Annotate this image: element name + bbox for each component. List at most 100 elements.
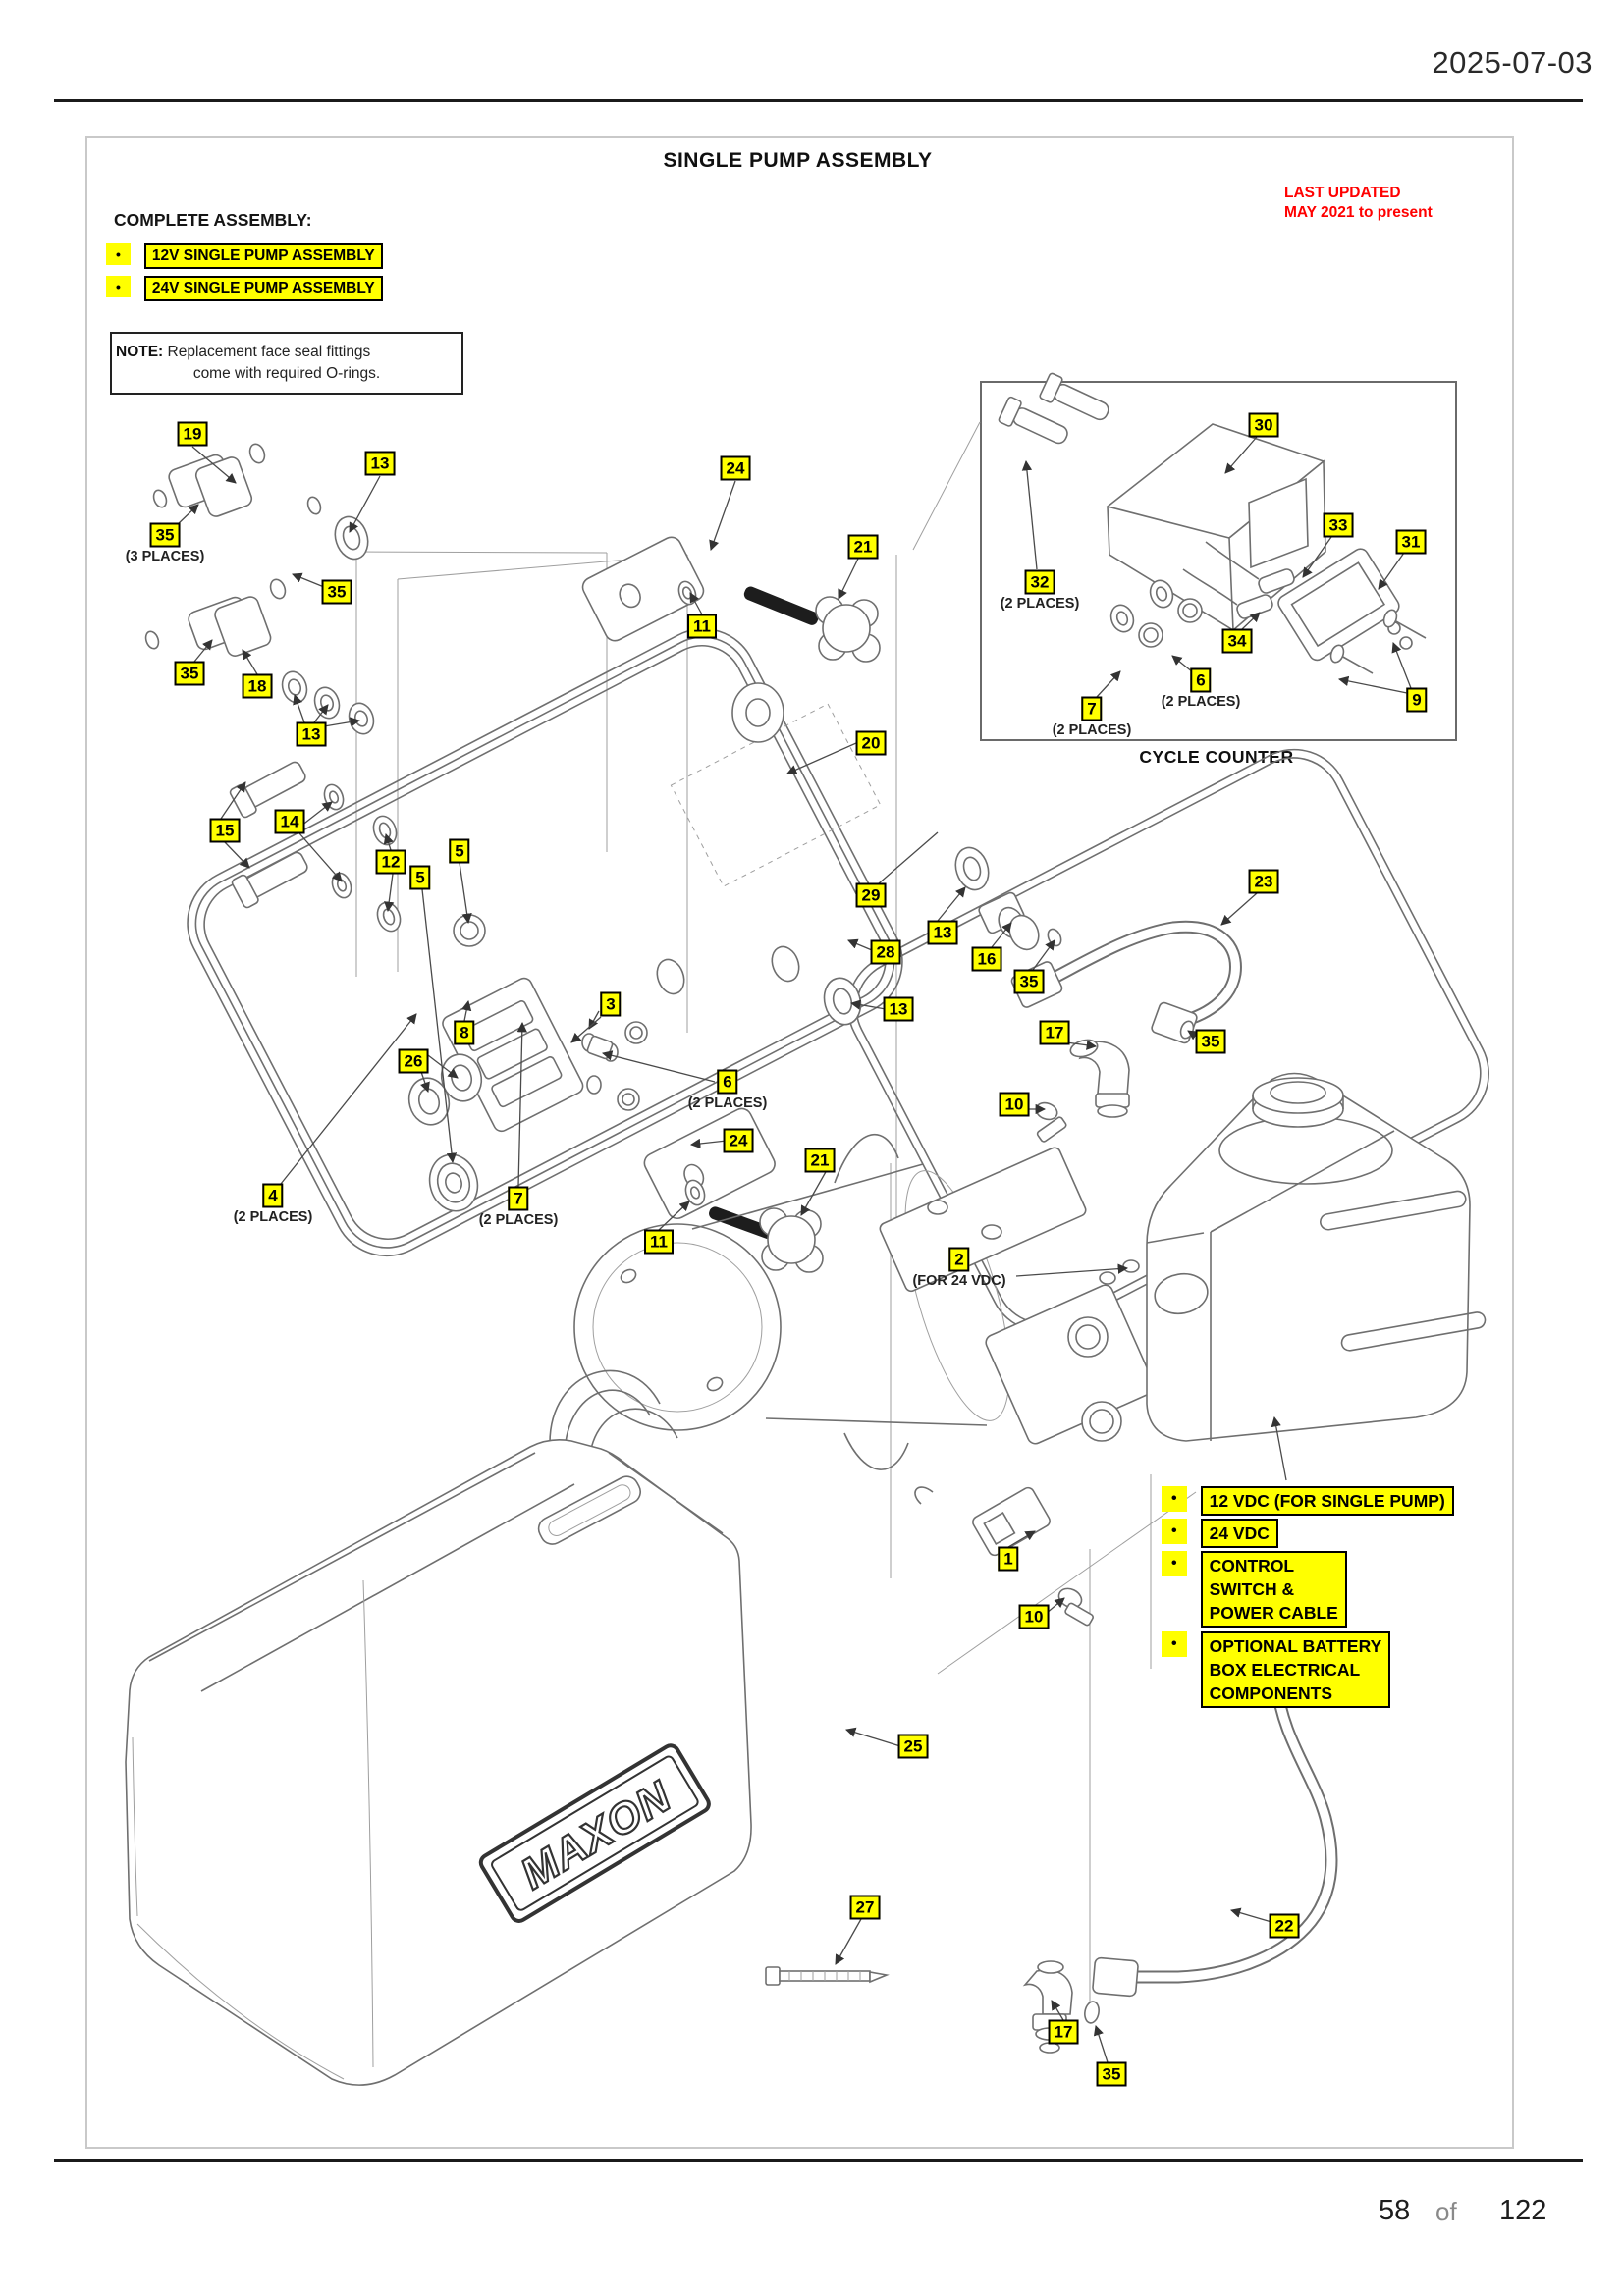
callout-note: (2 PLACES)	[1052, 722, 1132, 738]
lifting-eye	[731, 682, 784, 743]
callout-22: 22	[1269, 1913, 1300, 1939]
callout-11: 11	[687, 614, 717, 639]
callout-26: 26	[398, 1048, 429, 1074]
mounting-panel	[187, 627, 903, 1257]
callout-25: 25	[897, 1734, 929, 1759]
callout-13: 13	[296, 721, 327, 747]
callout-35: 35	[1013, 969, 1045, 994]
callout-27: 27	[849, 1895, 881, 1920]
callout-24: 24	[723, 1128, 754, 1153]
note-line2: come with required O-rings.	[192, 365, 381, 382]
callout-18: 18	[242, 673, 273, 699]
callout-note: (2 PLACES)	[478, 1212, 559, 1228]
pump-motor	[549, 1101, 1156, 1627]
callout-35: 35	[321, 579, 352, 605]
note-label: NOTE:	[116, 344, 164, 360]
last-updated-note: LAST UPDATED MAY 2021 to present	[1284, 184, 1433, 223]
callout-20: 20	[855, 730, 887, 756]
footer-of-label: of	[1435, 2197, 1457, 2226]
callout-30: 30	[1248, 412, 1279, 438]
header-date: 2025-07-03	[1432, 45, 1593, 80]
callout-8: 8	[454, 1020, 475, 1045]
callout-2: 2	[948, 1247, 970, 1272]
bolt-pair	[229, 761, 402, 933]
callout-6: 6	[1190, 667, 1212, 693]
callout-6: 6	[717, 1069, 738, 1095]
callout-17: 17	[1048, 2019, 1079, 2045]
callout-19: 19	[177, 421, 208, 447]
callout-note: (2 PLACES)	[233, 1209, 313, 1225]
reservoir-tank	[1146, 1072, 1487, 1442]
bullet-icon: •	[106, 276, 131, 297]
callout-10: 10	[1018, 1604, 1050, 1629]
tube-23	[1010, 920, 1242, 1044]
callout-4: 4	[262, 1183, 284, 1208]
bracket-knob-top	[581, 536, 881, 663]
callout-7: 7	[1081, 696, 1103, 721]
bullet-icon: •	[1162, 1551, 1187, 1576]
cable-tie	[765, 1966, 890, 1986]
callout-note: (2 PLACES)	[687, 1095, 768, 1111]
washer-13-lower	[823, 977, 862, 1026]
callout-14: 14	[274, 809, 305, 834]
electrical-option-label: 12 VDC (FOR SINGLE PUMP)	[1200, 1486, 1454, 1516]
callout-35: 35	[1195, 1029, 1226, 1054]
callout-5: 5	[409, 865, 431, 890]
cycle-counter-caption: CYCLE COUNTER	[1139, 747, 1294, 767]
callout-28: 28	[870, 939, 901, 965]
page-title: SINGLE PUMP ASSEMBLY	[663, 149, 933, 172]
callout-35: 35	[149, 522, 181, 548]
callout-7: 7	[508, 1186, 529, 1211]
header-rule	[54, 99, 1583, 102]
callout-3: 3	[600, 991, 622, 1017]
assembly-option-1: • 24V SINGLE PUMP ASSEMBLY	[106, 276, 383, 301]
callout-note: (FOR 24 VDC)	[912, 1273, 1006, 1289]
washer-13-upper	[954, 846, 990, 891]
cycle-counter-art	[998, 372, 1427, 674]
footer-total-pages: 122	[1499, 2195, 1547, 2226]
callout-34: 34	[1221, 628, 1253, 654]
footer-rule	[54, 2159, 1583, 2162]
callout-15: 15	[209, 818, 241, 843]
callout-35: 35	[174, 661, 205, 686]
callout-24: 24	[720, 455, 751, 481]
callout-29: 29	[855, 882, 887, 908]
last-updated-line2: MAY 2021 to present	[1284, 204, 1433, 221]
bullet-icon: •	[1162, 1486, 1187, 1512]
callout-note: (2 PLACES)	[1161, 694, 1241, 710]
callout-32: 32	[1024, 569, 1055, 595]
note-line1: Replacement face seal fittings	[167, 344, 371, 360]
electrical-option-0: • 12 VDC (FOR SINGLE PUMP)	[1162, 1486, 1454, 1516]
bullet-icon: •	[1162, 1631, 1187, 1657]
last-updated-line1: LAST UPDATED	[1284, 185, 1401, 201]
bullet-icon: •	[106, 243, 131, 265]
callout-17: 17	[1039, 1020, 1070, 1045]
callout-23: 23	[1248, 869, 1279, 894]
electrical-option-label: 24 VDC	[1200, 1519, 1278, 1548]
elbow-17-upper	[1069, 1039, 1130, 1118]
assembly-option-0: •12V SINGLE PUMP ASSEMBLY	[106, 243, 383, 269]
callout-1: 1	[998, 1546, 1019, 1572]
callout-9: 9	[1406, 687, 1428, 713]
elbow-fitting-top	[152, 443, 369, 561]
assembly-option-label: 24V SINGLE PUMP ASSEMBLY	[143, 276, 383, 301]
callout-5: 5	[449, 838, 470, 864]
hidden-detail-rect	[670, 703, 882, 887]
callout-16: 16	[971, 946, 1002, 972]
complete-assembly-heading: COMPLETE ASSEMBLY:	[114, 210, 312, 230]
bullet-icon: •	[1162, 1519, 1187, 1544]
callout-31: 31	[1395, 529, 1427, 555]
callout-21: 21	[804, 1148, 836, 1173]
note-box: NOTE: Replacement face seal fittings com…	[110, 332, 463, 395]
footer-page-number: 58	[1379, 2195, 1411, 2226]
pump-cover: MAXON	[125, 1439, 752, 2086]
callout-13: 13	[883, 996, 914, 1022]
callout-13: 13	[927, 920, 958, 945]
callout-12: 12	[375, 849, 406, 875]
electrical-option-1: • 24 VDC	[1162, 1519, 1278, 1548]
callout-note: (2 PLACES)	[1000, 596, 1080, 612]
